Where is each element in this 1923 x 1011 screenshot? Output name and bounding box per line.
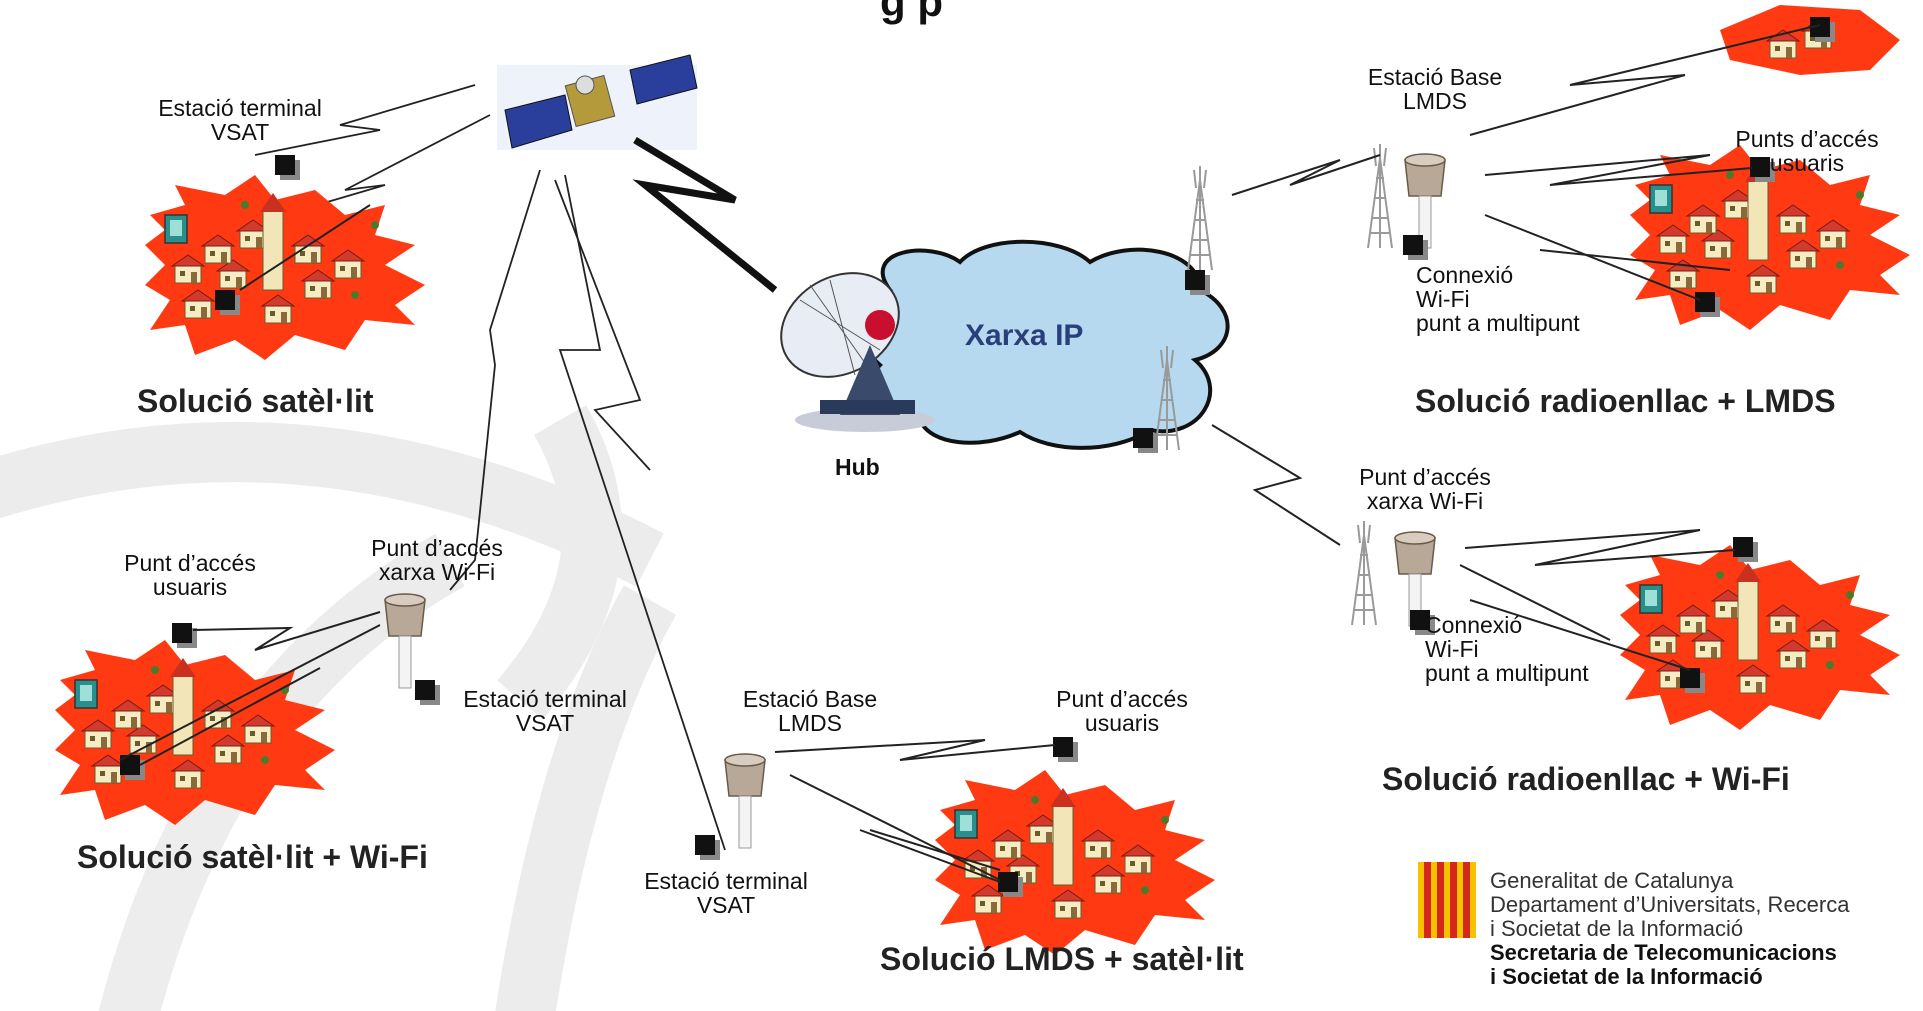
sat-link-wifi	[449, 169, 541, 591]
label-conn-3: punt a multipunt	[1416, 310, 1580, 336]
lmds-base-station	[724, 753, 766, 849]
vsat-terminal	[695, 835, 720, 860]
title-radio-lmds: Solució radioenllac + LMDS	[1415, 383, 1836, 419]
label-conn-1: Connexió	[1416, 262, 1513, 288]
village-radio-wifi	[1620, 545, 1900, 730]
sat-link-satellite-2	[299, 114, 491, 211]
title-satellite-wifi: Solució satèl·lit + Wi-Fi	[77, 839, 428, 875]
label-conn-2: Wi-Fi	[1425, 636, 1479, 662]
label-terminal-2: VSAT	[516, 710, 574, 736]
label-base-2: LMDS	[778, 710, 842, 736]
title-lmds-satellite: Solució LMDS + satèl·lit	[880, 941, 1244, 977]
label-conn-3: punt a multipunt	[1425, 660, 1589, 686]
label-terminal-1: Estació terminal	[158, 95, 322, 121]
label-users-2: usuaris	[153, 574, 227, 600]
label-users-1: Punt d’accés	[1056, 686, 1188, 712]
label-ap-1: Punt d’accés	[371, 535, 503, 561]
label-ap-2: xarxa Wi-Fi	[1367, 488, 1483, 514]
wifi-access-point	[384, 593, 426, 689]
hub-satellite-dish	[780, 272, 935, 432]
logo-line-2: Departament d’Universitats, Recerca	[1490, 892, 1850, 917]
village-partial	[1720, 5, 1900, 75]
label-base-1: Estació Base	[1368, 64, 1502, 90]
logo-line-4: Secretaria de Telecomunicacions	[1490, 940, 1837, 965]
label-base-2: LMDS	[1403, 88, 1467, 114]
label-users-2: usuaris	[1770, 150, 1844, 176]
label-users-1: Punts d’accés	[1735, 126, 1878, 152]
watermark-logo	[0, 405, 677, 1011]
label-ap-2: xarxa Wi-Fi	[379, 559, 495, 585]
hub-label: Hub	[835, 454, 880, 480]
sat-link-lmds-2	[554, 179, 651, 471]
satellite-icon	[497, 54, 698, 150]
label-conn-1: Connexió	[1425, 612, 1522, 638]
vsat-terminal	[415, 680, 440, 705]
sat-link-lmds	[558, 174, 726, 851]
label-users-1: Punt d’accés	[124, 550, 256, 576]
label-ap-1: Punt d’accés	[1359, 464, 1491, 490]
page-title-fragment: g p	[880, 0, 943, 25]
lmds-base-station	[1404, 153, 1446, 249]
title-radio-wifi: Solució radioenllac + Wi-Fi	[1382, 761, 1790, 797]
vsat-terminal	[275, 155, 300, 180]
radio-tower	[1367, 143, 1393, 249]
label-base-1: Estació Base	[743, 686, 877, 712]
title-satellite: Solució satèl·lit	[137, 383, 374, 419]
radio-tower	[1187, 165, 1213, 271]
user-terminal	[1053, 737, 1078, 762]
radio-tower	[1351, 520, 1377, 626]
label-terminal-2: VSAT	[211, 119, 269, 145]
village-satellite	[145, 175, 425, 360]
logo-line-3: i Societat de la Informació	[1490, 916, 1743, 941]
user-terminal	[172, 623, 197, 648]
logo-line-5: i Societat de la Informació	[1490, 964, 1763, 989]
label-terminal-1: Estació terminal	[644, 868, 808, 894]
hub-satellite-link	[632, 136, 778, 293]
label-terminal-1: Estació terminal	[463, 686, 627, 712]
cloud-label: Xarxa IP	[965, 319, 1083, 352]
logo-line-1: Generalitat de Catalunya	[1490, 868, 1734, 893]
sat-link-satellite	[254, 84, 476, 156]
label-terminal-2: VSAT	[697, 892, 755, 918]
generalitat-logo	[1418, 862, 1476, 938]
label-users-2: usuaris	[1085, 710, 1159, 736]
label-conn-2: Wi-Fi	[1416, 286, 1470, 312]
